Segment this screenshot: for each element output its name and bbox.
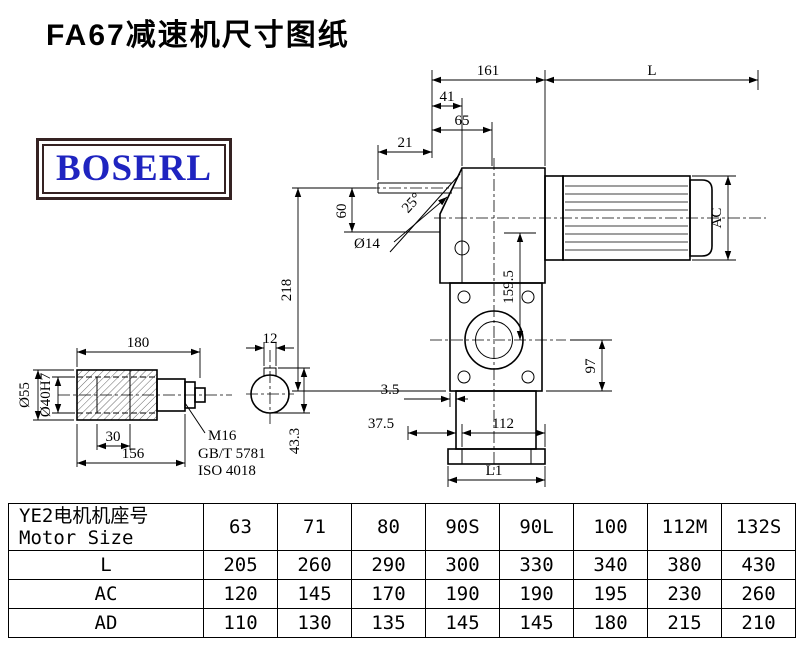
dim-L1-label: L1 [486,463,503,479]
shaft-dimension-lines [34,344,308,467]
dim-L-label: L [647,63,656,79]
table-cell: 145 [499,608,574,638]
hollow-shaft-section [76,369,158,421]
table-cell: 260 [721,579,796,609]
dim-dia14-label: Ø14 [354,236,380,252]
retaining-bolt-head [194,387,206,403]
table-row-L: L 205 260 290 300 330 340 380 430 [8,550,796,580]
dim-37-5-label: 37.5 [368,416,394,432]
dim-dia40-label: Ø40H7 [38,372,54,417]
motor-size-header-en: Motor Size [19,527,134,549]
bottom-foot-flange [447,448,546,465]
dim-AC-label: AC [709,208,725,229]
dim-21-label: 21 [398,135,413,151]
motor-fan-cowl [689,179,713,257]
gearbox-housing-top [439,167,546,284]
shaft-extension-lines [33,342,310,467]
table-cell: 110 [203,608,278,638]
row-label: L [8,550,204,580]
table-cell: 215 [647,608,722,638]
leader-dia14 [393,196,448,243]
column-header: 90L [499,503,574,551]
dim-12-label: 12 [263,331,278,347]
page-title: FA67减速机尺寸图纸 [46,19,350,52]
flange-bolt-circle [521,290,535,304]
table-cell: 180 [573,608,648,638]
dim-43-3-label: 43.3 [287,428,303,454]
table-cell: 430 [721,550,796,580]
motor-cooling-fins [565,185,688,251]
dim-180-label: 180 [127,335,150,351]
dim-161-label: 161 [477,63,500,79]
table-cell: 340 [573,550,648,580]
table-cell: 210 [721,608,796,638]
logo-box: BOSERL [36,138,233,200]
motor-size-header-cn: YE2电机机座号 [19,505,149,527]
table-cell: 145 [277,579,352,609]
shaft-detail-view: 180 12 Ø55 Ø40H7 30 156 43.3 M16 GB/T 57… [17,331,310,479]
table-cell: 205 [203,550,278,580]
dim-60-label: 60 [334,204,350,219]
table-header-motor-size: YE2电机机座号 Motor Size [8,503,204,551]
dim-65-label: 65 [455,113,470,129]
flange-bolt-circle [457,370,471,384]
main-view: 161 L 41 65 21 60 Ø14 25° 218 159.5 AC 9… [279,63,766,487]
label-m16: M16 [208,428,237,444]
table-cell: 145 [425,608,500,638]
column-header: 80 [351,503,426,551]
dim-dia55-label: Ø55 [17,382,33,408]
dim-156-label: 156 [122,446,145,462]
table-cell: 130 [277,608,352,638]
table-cell: 330 [499,550,574,580]
leader-25deg [389,173,461,253]
motor-size-table: YE2电机机座号 Motor Size 63 71 80 90S 90L 100… [8,503,796,638]
column-header: 112M [647,503,722,551]
logo-text: BOSERL [42,144,227,194]
table-cell: 230 [647,579,722,609]
table-cell: 135 [351,608,426,638]
dim-30-label: 30 [106,429,121,445]
table-cell: 260 [277,550,352,580]
bolt-hole-circle [454,240,470,256]
technical-drawing: 161 L 41 65 21 60 Ø14 25° 218 159.5 AC 9… [17,63,766,487]
table-row-AD: AD 110 130 135 145 145 180 215 210 [8,608,796,638]
dim-41-label: 41 [440,89,455,105]
table-cell: 195 [573,579,648,609]
dim-3-5-label: 3.5 [381,382,400,398]
output-flange-body [449,282,543,392]
dim-218-label: 218 [279,279,295,302]
flange-bolt-circle [521,370,535,384]
dim-97-label: 97 [583,358,599,374]
dimension-table-wrap: YE2电机机座号 Motor Size 63 71 80 90S 90L 100… [8,503,796,638]
table-cell: 120 [203,579,278,609]
table-row-AC: AC 120 145 170 190 190 195 230 260 [8,579,796,609]
hollow-shaft-bore-circle [475,321,513,359]
label-gbt-5781: GB/T 5781 [198,446,266,462]
table-cell: 380 [647,550,722,580]
column-header: 71 [277,503,352,551]
leader-m16 [184,402,206,434]
row-label: AD [8,608,204,638]
column-header: 100 [573,503,648,551]
label-iso-4018: ISO 4018 [198,463,256,479]
table-cell: 300 [425,550,500,580]
row-label: AC [8,579,204,609]
dimension-lines [294,76,758,484]
table-cell: 290 [351,550,426,580]
dim-25deg-label: 25° [399,190,425,216]
column-header: 132S [721,503,796,551]
flange-bolt-circle [457,290,471,304]
dim-112-label: 112 [492,416,514,432]
column-header: 63 [203,503,278,551]
extension-lines [292,70,759,487]
table-cell: 170 [351,579,426,609]
table-cell: 190 [425,579,500,609]
dim-159-5-label: 159.5 [501,270,517,304]
table-cell: 190 [499,579,574,609]
hollow-shaft-outer-circle [464,310,524,370]
column-header: 90S [425,503,500,551]
